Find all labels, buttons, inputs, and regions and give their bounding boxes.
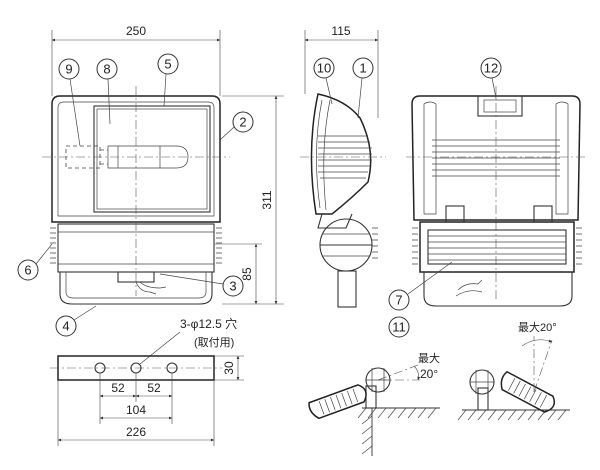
front-side-ribs [50,227,222,264]
callout-10: 10 [313,57,335,105]
callout-3: 3 [159,273,244,297]
hole-spec-label: 3-φ12.5 穴 [180,316,237,331]
dim-height: 311 [260,190,274,209]
dim-hole-span: 104 [126,403,146,417]
svg-text:8: 8 [103,62,110,77]
side-housing [310,93,372,215]
front-housing [51,95,221,223]
back-ballast-panel [419,221,575,273]
tilt-ground-max-angle: 最大20° [518,320,557,334]
svg-text:2: 2 [239,115,246,130]
callout-8: 8 [96,58,118,125]
svg-text:10: 10 [317,61,331,76]
dim-front-width: 250 [126,24,146,38]
tilt-floor-housing [308,384,367,420]
callout-6: 6 [17,243,53,281]
svg-text:1: 1 [359,61,366,76]
svg-text:9: 9 [65,62,72,77]
dim-hole-pitch-right: 52 [147,381,161,395]
svg-text:5: 5 [164,57,171,72]
tilt-ground-housing [500,370,556,413]
tilt-view-floor: 最大 20° [308,351,440,456]
callout-5: 5 [157,53,179,107]
dim-hole-pitch-left: 52 [111,381,125,395]
svg-text:7: 7 [395,293,402,308]
callout-4: 4 [55,305,97,337]
hole-purpose-label: (取付用) [194,336,234,349]
tilt-floor-max-angle: 20° [420,367,438,381]
front-glass [93,105,211,213]
dim-bracket-width: 226 [126,425,146,439]
tilt-view-ground: 最大20° [457,320,570,421]
side-arm [337,270,357,308]
top-handle [477,95,523,117]
mounting-bracket: 3-φ12.5 穴 (取付用) 30 52 52 104 226 [50,316,244,446]
back-panel-slats [428,235,566,261]
dim-bracket-height: 30 [222,361,236,375]
dim-side-depth: 115 [331,24,350,38]
callout-1: 1 [352,57,374,119]
callout-7: 7 [388,261,453,311]
callout-2: 2 [219,111,254,141]
front-view: 250 [17,24,284,337]
svg-text:4: 4 [62,319,69,334]
tilt-floor-max-label: 最大 [418,351,440,365]
svg-text:3: 3 [229,279,236,294]
side-fins [318,135,372,179]
svg-text:6: 6 [24,263,31,278]
svg-text:12: 12 [484,61,498,76]
callout-11: 11 [388,316,410,338]
callout-12: 12 [480,57,502,99]
front-arm [59,272,213,305]
side-pivot-drum [319,218,378,272]
dim-lower-height: 85 [240,267,254,281]
back-view: 12 7 11 [388,57,586,338]
callout-9: 9 [58,58,81,147]
back-housing [411,95,581,221]
svg-text:11: 11 [392,320,406,335]
side-view: 115 10 [300,24,386,308]
